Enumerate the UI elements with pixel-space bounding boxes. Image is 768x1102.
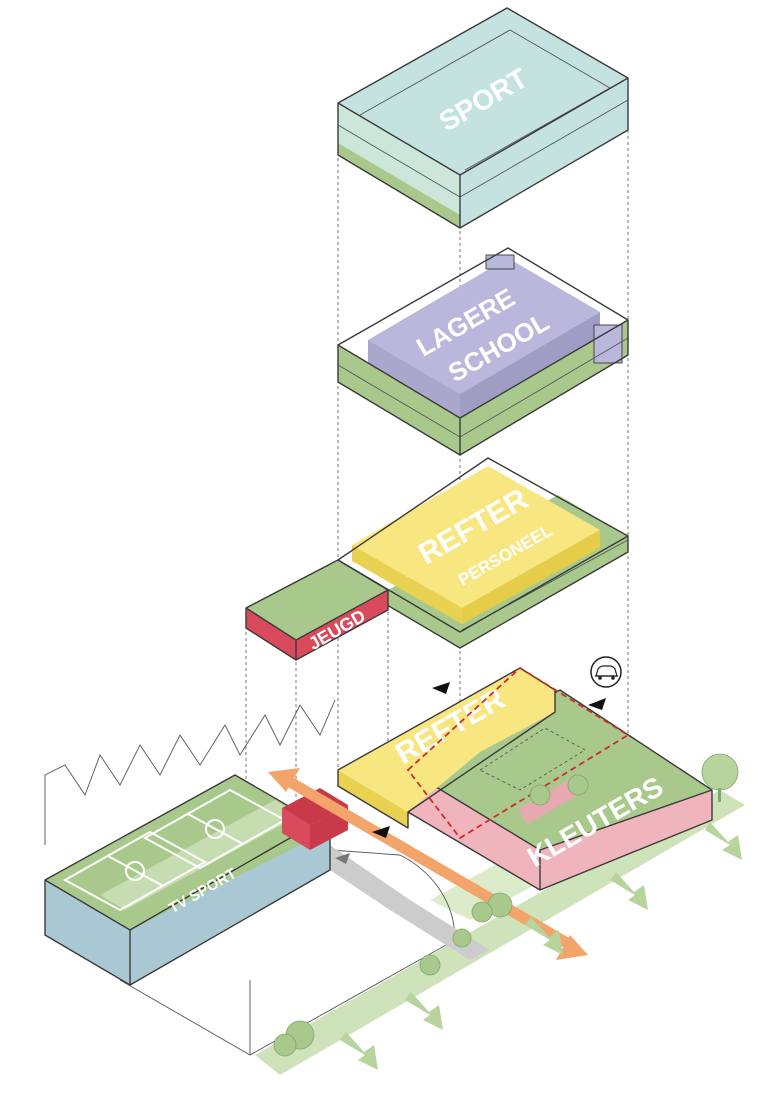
sport-volume: SPORT [337, 7, 629, 229]
site-boundary-dashed [406, 666, 630, 840]
jeugd-volume: JEUGD [245, 559, 389, 661]
lagere-school-volume: LAGERE SCHOOL [337, 247, 629, 456]
entrance-markers [335, 682, 606, 864]
refter-personeel-volume: REFTER PERSONEEL [337, 457, 629, 649]
car-icon [590, 656, 622, 688]
circulation-arrow [268, 768, 588, 960]
tv-sport-volume: TV SPORT [44, 699, 490, 1056]
trees [273, 753, 739, 1057]
landscape-arrows [340, 822, 742, 1070]
